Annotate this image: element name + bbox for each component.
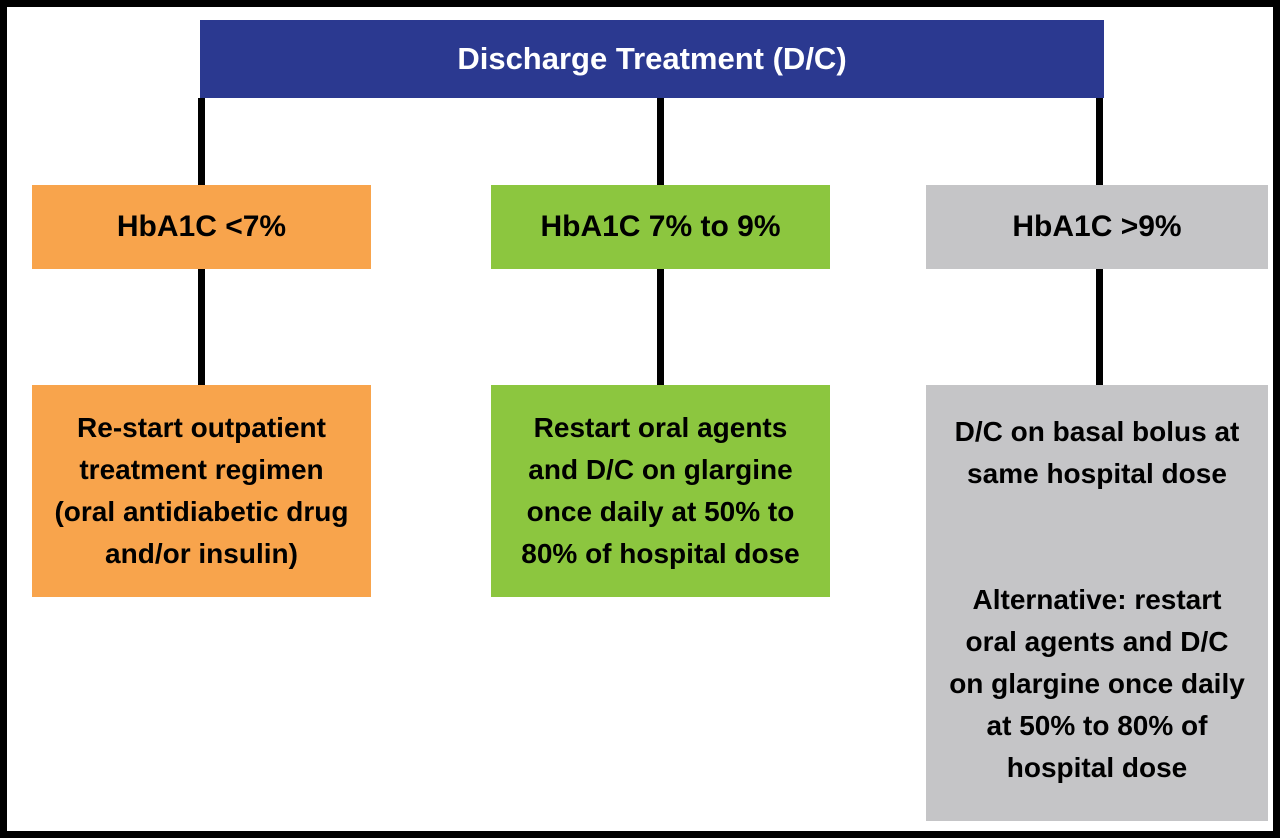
condition-node-hba1c-7-to-9: HbA1C 7% to 9% xyxy=(491,185,830,269)
action-node-restart-outpatient-regimen: Re-start outpatient treatment regimen (o… xyxy=(32,385,371,597)
condition-label: HbA1C <7% xyxy=(116,210,287,243)
action-text: Restart oral agents and D/C on glargine … xyxy=(521,412,800,569)
condition-label: HbA1C 7% to 9% xyxy=(540,210,781,243)
action-text-alternative: Alternative: restart oral agents and D/C… xyxy=(949,584,1245,783)
connector-condition-to-action-left xyxy=(198,268,205,386)
action-node-basal-bolus-with-alternative: D/C on basal bolus at same hospital dose… xyxy=(926,385,1268,821)
connector-condition-to-action-right xyxy=(1096,268,1103,386)
action-text-primary: D/C on basal bolus at same hospital dose xyxy=(954,416,1240,489)
condition-node-hba1c-over-9: HbA1C >9% xyxy=(926,185,1268,269)
action-node-restart-oral-agents-glargine: Restart oral agents and D/C on glargine … xyxy=(491,385,830,597)
flowchart-root-node: Discharge Treatment (D/C) xyxy=(200,20,1104,98)
flowchart-title: Discharge Treatment (D/C) xyxy=(457,41,847,76)
action-text: Re-start outpatient treatment regimen (o… xyxy=(54,412,349,569)
connector-header-to-condition-middle xyxy=(657,98,664,186)
condition-node-hba1c-under-7: HbA1C <7% xyxy=(32,185,371,269)
connector-condition-to-action-middle xyxy=(657,268,664,386)
connector-header-to-condition-right xyxy=(1096,98,1103,186)
connector-header-to-condition-left xyxy=(198,98,205,186)
condition-label: HbA1C >9% xyxy=(1012,210,1182,243)
